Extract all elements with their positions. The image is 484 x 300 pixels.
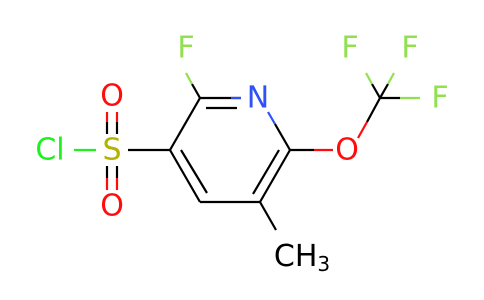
bond-c-fb bbox=[379, 83, 389, 99]
bond-n1-c6 bbox=[274, 123, 291, 151]
methyl-subscript: 3 bbox=[317, 252, 330, 276]
bond-c6-c5-inner bbox=[252, 149, 280, 195]
atom-o-sulfonyl-bottom: O bbox=[100, 189, 124, 224]
atom-f-cf3-b: F bbox=[401, 31, 418, 66]
ring-bonds bbox=[169, 96, 291, 204]
atom-s: S bbox=[102, 133, 121, 168]
atom-f-cf3-a: F bbox=[341, 31, 358, 66]
bond-c3-c2 bbox=[169, 97, 201, 151]
bond-n1-c6-n-part bbox=[267, 111, 276, 125]
bond-o-c-o-part bbox=[357, 121, 368, 139]
bond-c6-c5 bbox=[259, 149, 291, 203]
methyl-main: CH bbox=[274, 239, 318, 274]
bond-c5-methyl bbox=[259, 201, 277, 231]
atom-n-ring: N bbox=[247, 81, 269, 116]
bond-c4-c3-inner bbox=[180, 149, 208, 194]
bond-c-fa-f-part bbox=[365, 72, 373, 85]
substituent-bonds bbox=[74, 72, 420, 231]
bond-c2-f bbox=[191, 83, 201, 99]
bond-c4-c3 bbox=[169, 149, 201, 203]
atom-o-ether: O bbox=[335, 133, 359, 168]
atom-labels: F N F F F O Cl S O O CH3 bbox=[35, 31, 448, 277]
atom-o-sulfonyl-top: O bbox=[100, 79, 124, 114]
bond-o-c bbox=[366, 97, 381, 123]
atom-f-ring: F bbox=[177, 31, 194, 66]
methyl-group: CH3 bbox=[274, 239, 330, 277]
bond-c-fb-f-part bbox=[387, 72, 395, 85]
atom-f-cf3-c: F bbox=[431, 81, 448, 116]
atom-cl: Cl bbox=[35, 133, 64, 168]
bond-c-fa bbox=[371, 83, 381, 99]
bond-c2-f-f-part bbox=[185, 72, 193, 85]
